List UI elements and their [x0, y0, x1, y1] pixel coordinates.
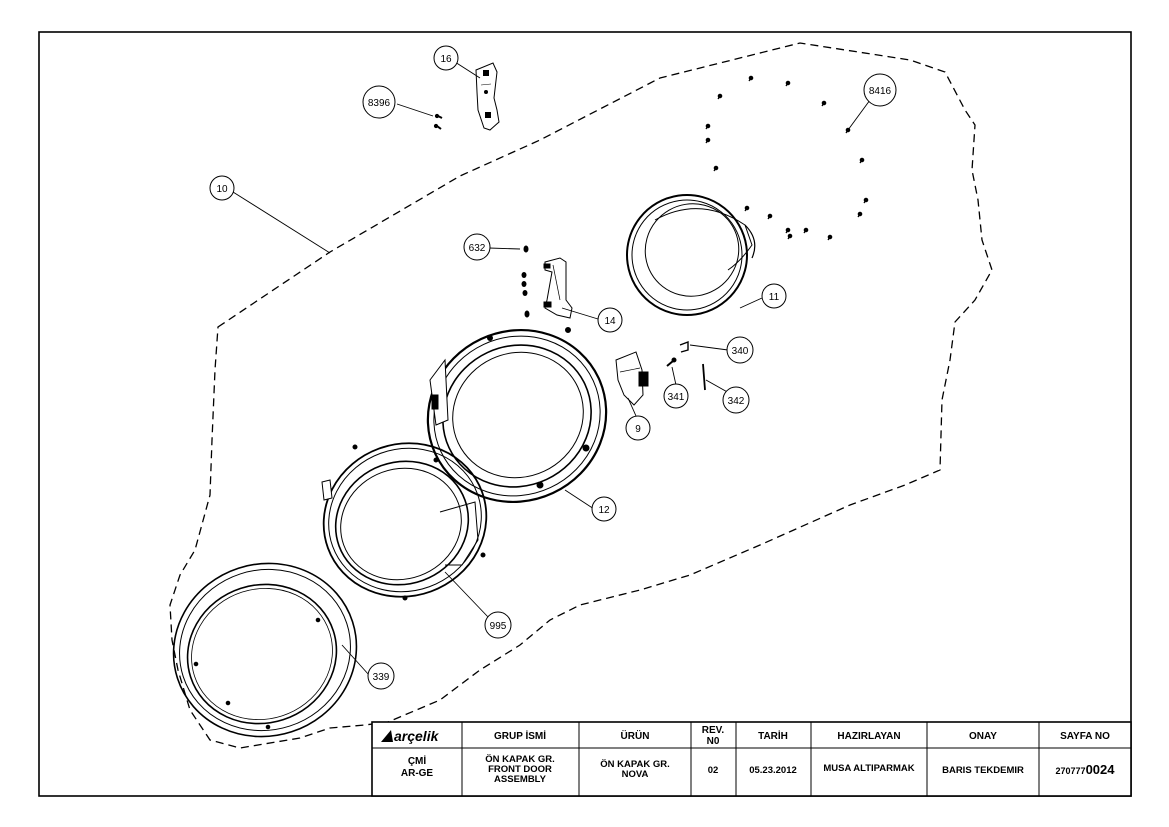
part-995-door-outer-ring [321, 442, 488, 601]
svg-text:341: 341 [668, 392, 685, 403]
part-16-hinge-plate [475, 62, 500, 131]
callout-12: 12 [591, 496, 617, 522]
callout-340: 340 [726, 336, 754, 364]
svg-text:342: 342 [728, 396, 745, 407]
screw-8416-shank [744, 207, 748, 212]
date-value: 05.23.2012 [749, 765, 797, 776]
svg-text:9: 9 [635, 424, 641, 435]
screw-8416-shank [767, 215, 771, 220]
part-339-door-bezel [172, 562, 358, 738]
screw-8416-shank [821, 102, 825, 107]
screw-8416-shank [803, 229, 807, 234]
group-line1: ÖN KAPAK GR. [485, 754, 555, 765]
screw-8416-shank [845, 129, 849, 134]
screw-8416-shank [713, 167, 717, 172]
header-date: TARİH [758, 729, 788, 742]
page-number: 2707770024 [1056, 762, 1116, 777]
header-approval: ONAY [969, 731, 997, 742]
part-341-screw [666, 357, 677, 367]
callout-14: 14 [597, 307, 623, 333]
svg-text:10: 10 [216, 184, 228, 195]
screw-8416-shank [785, 82, 789, 87]
product-line1: ÖN KAPAK GR. [600, 759, 670, 770]
callout-11: 11 [761, 283, 787, 309]
part-8396-screws [433, 113, 443, 130]
header-rev-line2: N0 [707, 736, 720, 747]
part-14-hinge [543, 257, 573, 319]
approval-value: BARIS TEKDEMIR [942, 765, 1024, 776]
header-rev-line1: REV. [702, 725, 725, 736]
part-12-door-inner-frame [426, 327, 608, 504]
svg-text:12: 12 [598, 505, 610, 516]
arcelik-logo: arçelik [381, 728, 440, 744]
callout-342: 342 [722, 386, 750, 414]
logo-text: arçelik [394, 728, 440, 744]
screw-8416-shank [785, 229, 789, 234]
svg-text:340: 340 [732, 346, 749, 357]
part-340-spring [679, 340, 689, 353]
svg-text:11: 11 [769, 292, 780, 303]
screw-8416-shank [859, 159, 863, 164]
svg-text:8396: 8396 [368, 98, 391, 109]
header-prepared-by: HAZIRLAYAN [837, 731, 900, 742]
drawing-border [38, 31, 1132, 797]
header-page-no: SAYFA NO [1060, 731, 1110, 742]
screw-8416-shank [787, 235, 791, 240]
callout-10: 10 [209, 175, 235, 201]
part-9-door-handle [615, 351, 649, 406]
screw-8416-shank [748, 77, 752, 82]
screw-8416-shank [857, 213, 861, 218]
callout-8416: 8416 [863, 73, 897, 107]
svg-text:995: 995 [490, 621, 507, 632]
callout-9: 9 [625, 415, 651, 441]
svg-text:14: 14 [604, 316, 616, 327]
callout-8396: 8396 [362, 85, 396, 119]
callout-341: 341 [663, 383, 689, 409]
screw-8416-shank [717, 95, 721, 100]
callout-339: 339 [367, 662, 395, 690]
header-product: ÜRÜN [621, 729, 650, 742]
part-632-pins [521, 245, 530, 318]
screw-8416-shank [705, 125, 709, 130]
group-line3: ASSEMBLY [494, 774, 547, 785]
svg-text:8416: 8416 [869, 86, 892, 97]
title-block: arçelik GRUP İSMİ ÜRÜN REV. N0 TARİH HAZ… [371, 721, 1132, 797]
part-342-pin [702, 363, 706, 391]
part-11-front-panel-ring [626, 194, 756, 316]
leader-lines [232, 61, 871, 676]
prepared-by-value: MUSA ALTIPARMAK [823, 763, 914, 774]
callout-995: 995 [484, 611, 512, 639]
group-line2: FRONT DOOR [488, 764, 552, 775]
header-group-name: GRUP İSMİ [494, 729, 546, 742]
svg-text:632: 632 [469, 243, 486, 254]
svg-text:16: 16 [440, 54, 452, 65]
svg-text:339: 339 [373, 672, 390, 683]
screw-8416-shank [705, 139, 709, 144]
screw-8416-shank [863, 199, 867, 204]
code-line1: ÇMİ [408, 754, 427, 767]
callout-632: 632 [463, 233, 491, 261]
product-line2: NOVA [622, 769, 649, 780]
callout-16: 16 [433, 45, 459, 71]
part-8416-screws [705, 75, 869, 241]
rev-value: 02 [708, 765, 719, 776]
code-line2: AR-GE [401, 768, 434, 779]
screw-8416-shank [827, 236, 831, 241]
